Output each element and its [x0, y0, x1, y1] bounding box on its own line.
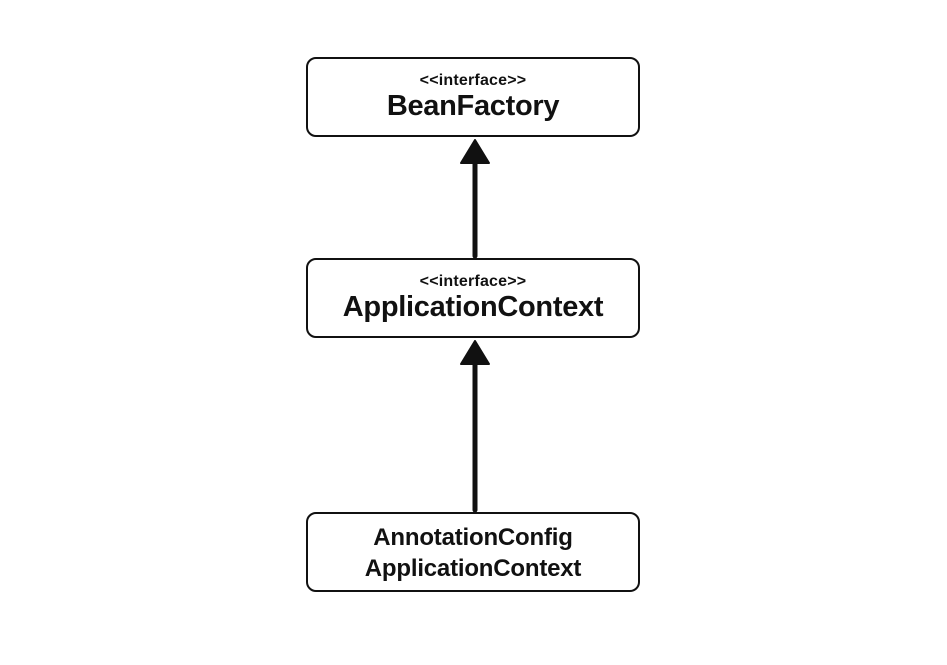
edge-annotationconfig-to-applicationcontext — [460, 340, 490, 513]
node-name: ApplicationContext — [342, 290, 604, 323]
node-applicationcontext[interactable]: <<interface>> ApplicationContext — [306, 258, 640, 338]
node-beanfactory[interactable]: <<interface>> BeanFactory — [306, 57, 640, 137]
node-name-line1: AnnotationConfig — [373, 524, 573, 551]
arrowhead-icon — [460, 340, 490, 365]
node-annotationconfigapplicationcontext[interactable]: AnnotationConfig ApplicationContext — [306, 512, 640, 592]
arrowhead-icon — [460, 139, 490, 164]
edge-applicationcontext-to-beanfactory — [460, 139, 490, 259]
node-name: BeanFactory — [386, 89, 560, 122]
stereotype-label: <<interface>> — [419, 71, 527, 89]
node-name-line2: ApplicationContext — [364, 555, 582, 582]
stereotype-label: <<interface>> — [419, 272, 527, 290]
